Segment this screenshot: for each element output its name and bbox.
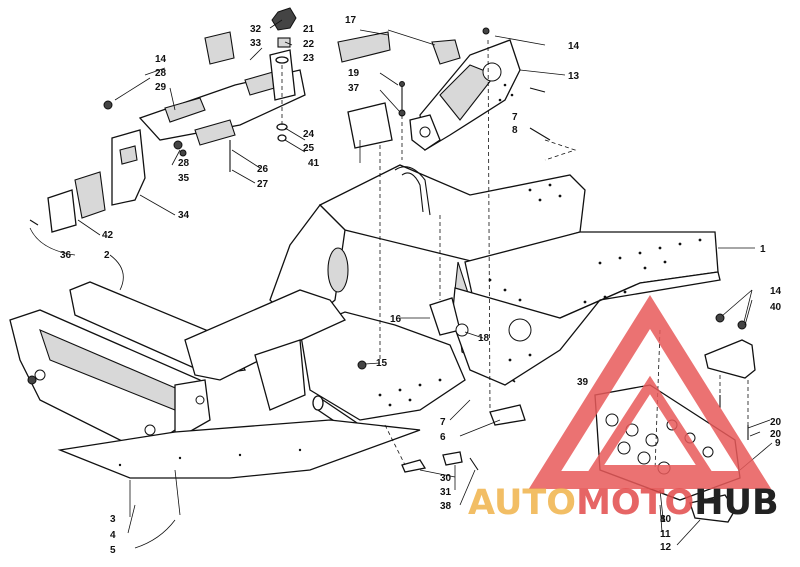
- callout-numbers: 1 2 3 4 5 6 7 7 8 8 9 10 11 12 13 14 14 …: [60, 15, 782, 556]
- callout-4: 4: [110, 530, 116, 541]
- callout-2: 2: [104, 250, 110, 261]
- callout-37: 37: [348, 83, 360, 94]
- callout-26: 26: [257, 164, 269, 175]
- callout-39: 39: [577, 377, 589, 388]
- callout-41: 41: [308, 158, 320, 169]
- belly-pan-rivets: [118, 448, 302, 467]
- bracket-12: [689, 494, 736, 523]
- callout-38: 38: [440, 501, 452, 512]
- callout-8a: 8: [512, 125, 518, 136]
- callout-31: 31: [440, 487, 452, 498]
- callout-20a: 20: [770, 417, 782, 428]
- callout-1: 1: [760, 244, 766, 255]
- callout-19: 19: [348, 68, 360, 79]
- svg-text:AUTOMOTOHUB: AUTOMOTOHUB: [468, 483, 779, 523]
- callout-27: 27: [257, 179, 269, 190]
- callout-7b: 7: [512, 112, 518, 123]
- belly-pan: [57, 419, 421, 479]
- callout-28b: 28: [178, 158, 190, 169]
- bracket-6: [489, 404, 526, 426]
- callout-14b: 14: [155, 54, 167, 65]
- callout-22: 22: [303, 39, 315, 50]
- callout-18: 18: [478, 333, 490, 344]
- pad-17: [337, 31, 391, 63]
- callout-14a: 14: [568, 41, 580, 52]
- callout-11: 11: [660, 529, 671, 540]
- bracket-41: [347, 102, 393, 149]
- callout-30: 30: [440, 473, 452, 484]
- callout-9: 9: [775, 438, 781, 449]
- callout-14c: 14: [770, 286, 782, 297]
- mount-plate-42: [47, 189, 77, 233]
- callout-23: 23: [303, 53, 315, 64]
- callout-33: 33: [250, 38, 262, 49]
- watermark-logo: AUTOMOTOHUB: [468, 295, 779, 523]
- callout-29: 29: [155, 82, 167, 93]
- callout-34: 34: [178, 210, 190, 221]
- callout-7a: 7: [440, 417, 446, 428]
- clip-31: [442, 451, 463, 466]
- rivet-holes: [378, 183, 702, 407]
- watermark-triangle-icon: [528, 295, 772, 489]
- clip-30: [401, 459, 427, 473]
- callout-15: 15: [376, 358, 388, 369]
- callout-6: 6: [440, 432, 446, 443]
- callout-13: 13: [568, 71, 580, 82]
- watermark-auto: AUTO: [468, 483, 576, 523]
- front-frame-assembly: [9, 281, 361, 446]
- watermark-hub: HUB: [694, 483, 778, 523]
- callout-20b: 20: [770, 429, 782, 440]
- callout-16: 16: [390, 314, 402, 325]
- callout-40: 40: [770, 302, 782, 313]
- callout-25: 25: [303, 143, 315, 154]
- callout-42: 42: [102, 230, 114, 241]
- watermark-moto: MOTO: [576, 483, 694, 523]
- bracket-40: [704, 339, 756, 379]
- callout-36: 36: [60, 250, 72, 261]
- callout-10: 10: [660, 514, 672, 525]
- pad-block: [431, 39, 461, 65]
- callout-28a: 28: [155, 68, 167, 79]
- callout-3: 3: [110, 514, 116, 525]
- mount-plate: [74, 171, 106, 219]
- callout-35: 35: [178, 173, 190, 184]
- callout-12: 12: [660, 542, 672, 553]
- callout-32: 32: [250, 24, 262, 35]
- callout-17: 17: [345, 15, 357, 26]
- mount-bracket-34: [111, 129, 146, 206]
- callout-21: 21: [303, 24, 315, 35]
- steering-support-bracket: [409, 39, 521, 152]
- callout-24: 24: [303, 129, 315, 140]
- console-bracket-assembly: [103, 7, 306, 172]
- callout-8b: 8: [660, 514, 666, 525]
- callout-5: 5: [110, 545, 116, 556]
- main-chassis-frame: [269, 60, 721, 421]
